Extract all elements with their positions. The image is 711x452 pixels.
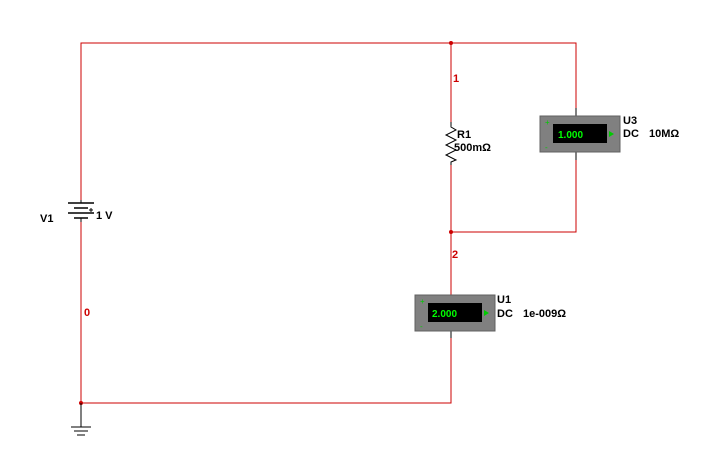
u3-resistance-label: 10MΩ — [649, 128, 679, 140]
u3-mode-label: DC — [623, 128, 639, 140]
wire-u3-return[interactable] — [451, 152, 577, 233]
multimeter-u3[interactable]: 1.000 + - — [539, 108, 621, 160]
r1-value-label: 500mΩ — [454, 142, 491, 154]
node-label-2: 2 — [452, 249, 458, 261]
u1-reading: 2.000 — [432, 309, 457, 320]
junction-dot — [449, 41, 453, 45]
u3-plus-terminal: + — [545, 118, 550, 127]
node-label-1: 1 — [453, 73, 459, 85]
battery-v1[interactable] — [68, 200, 94, 222]
u1-ref-label: U1 — [497, 294, 511, 306]
u3-minus-terminal: - — [545, 143, 548, 152]
u3-display — [553, 124, 607, 143]
multimeter-u1[interactable]: 2.000 + - — [414, 294, 496, 338]
wire-top[interactable] — [80, 42, 577, 200]
r1-ref-label: R1 — [457, 129, 471, 141]
u3-ref-label: U3 — [623, 115, 637, 127]
u3-reading: 1.000 — [558, 130, 583, 141]
u1-mode-label: DC — [497, 308, 513, 320]
u1-minus-terminal: - — [420, 322, 423, 331]
v1-value-label: 1 V — [96, 210, 113, 222]
v1-ref-label: V1 — [40, 213, 53, 225]
ground-icon[interactable] — [71, 403, 91, 436]
wires — [80, 42, 577, 404]
resistor-r1[interactable] — [444, 122, 458, 165]
u1-plus-terminal: + — [420, 297, 425, 306]
u1-resistance-label: 1e-009Ω — [523, 308, 566, 320]
wire-bottom[interactable] — [80, 222, 452, 404]
junction-dot — [449, 230, 453, 234]
node-label-0: 0 — [84, 307, 90, 319]
u1-display — [428, 303, 482, 322]
